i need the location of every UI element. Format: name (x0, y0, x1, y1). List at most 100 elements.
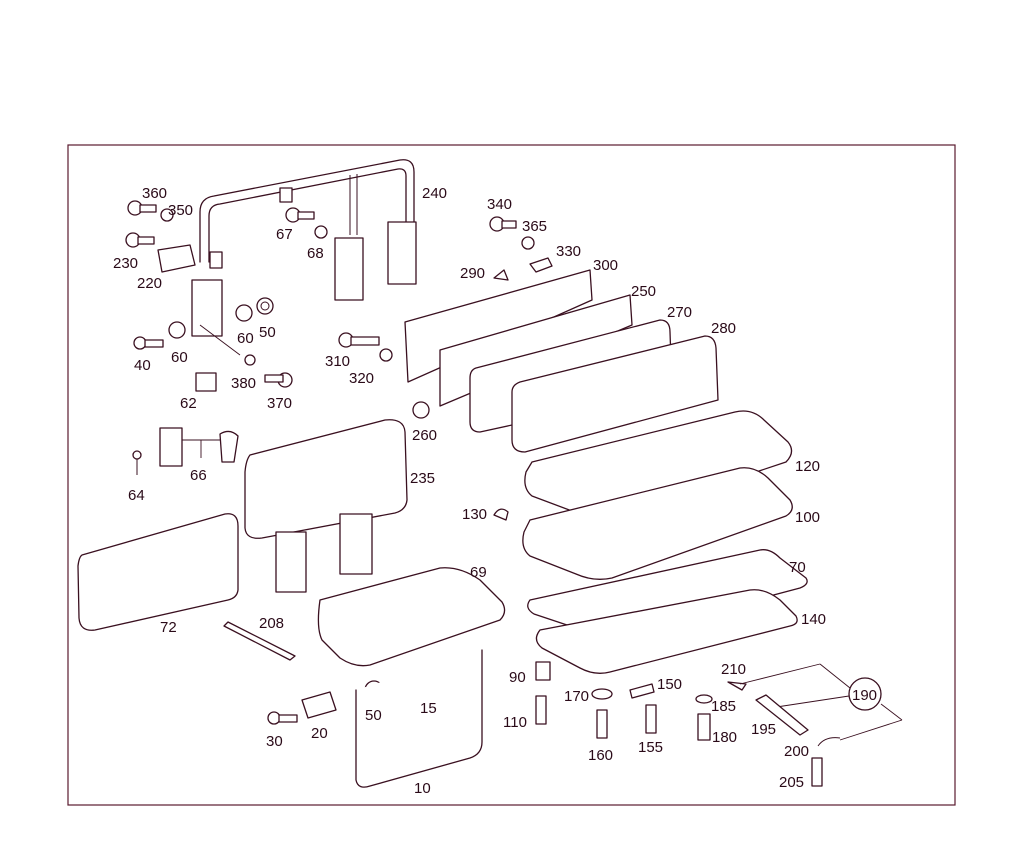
label-235: 235 (410, 470, 435, 487)
part-40-bolt (133, 336, 164, 350)
part-340-bolt (489, 216, 517, 232)
part-66-clip (159, 427, 239, 467)
label-280: 280 (711, 320, 736, 337)
diagram-frame (67, 144, 956, 806)
part-365-washer (521, 236, 535, 250)
label-220: 220 (137, 275, 162, 292)
part-20-bracket (301, 691, 337, 719)
part-205-screw (811, 757, 823, 787)
part-140-plate (535, 589, 798, 674)
part-60-washer (168, 321, 186, 339)
part-50-wheel (256, 297, 274, 315)
part-200-hook (817, 737, 841, 747)
part-70-frame (527, 549, 808, 638)
label-155: 155 (638, 739, 663, 756)
label-370: 370 (267, 395, 292, 412)
label-310: 310 (325, 353, 350, 370)
part-380-clip (244, 354, 256, 366)
label-30: 30 (266, 733, 283, 750)
part-370-bolt (264, 372, 293, 388)
part-190-callout (739, 663, 903, 741)
label-350: 350 (168, 202, 193, 219)
part-110-screw (535, 695, 547, 725)
label-60a: 60 (171, 349, 188, 366)
part-185-washer (695, 694, 713, 704)
label-68: 68 (307, 245, 324, 262)
label-270: 270 (667, 304, 692, 321)
part-72-cushion (77, 513, 239, 631)
part-230-bolt (125, 232, 155, 248)
part-90-cap (535, 661, 551, 681)
label-330: 330 (556, 243, 581, 260)
label-160: 160 (588, 747, 613, 764)
part-69-cushion (317, 567, 506, 667)
label-70: 70 (789, 559, 806, 576)
label-240: 240 (422, 185, 447, 202)
part-280-backrest (511, 335, 719, 453)
label-365: 365 (522, 218, 547, 235)
label-130: 130 (462, 506, 487, 523)
part-208-latch (223, 621, 296, 661)
label-150: 150 (657, 676, 682, 693)
label-200: 200 (784, 743, 809, 760)
label-10: 10 (414, 780, 431, 797)
label-140: 140 (801, 611, 826, 628)
part-67-bolt (285, 207, 315, 223)
label-320: 320 (349, 370, 374, 387)
part-330-clip (529, 257, 553, 273)
part-100-cushion (522, 467, 793, 580)
label-90: 90 (509, 669, 526, 686)
part-350-washer (160, 208, 174, 222)
label-205: 205 (779, 774, 804, 791)
label-380: 380 (231, 375, 256, 392)
label-180: 180 (712, 729, 737, 746)
label-40: 40 (134, 357, 151, 374)
part-30-bolt (267, 711, 298, 725)
label-300: 300 (593, 257, 618, 274)
label-50a: 50 (259, 324, 276, 341)
label-208: 208 (259, 615, 284, 632)
label-100: 100 (795, 509, 820, 526)
label-67: 67 (276, 226, 293, 243)
part-235-cushion (244, 419, 408, 593)
part-155-screw (645, 704, 657, 734)
label-20: 20 (311, 725, 328, 742)
part-260-nut (412, 401, 430, 419)
part-170-washer (591, 688, 613, 700)
part-68-washer (314, 225, 328, 239)
label-290: 290 (460, 265, 485, 282)
label-66: 66 (190, 467, 207, 484)
label-72: 72 (160, 619, 177, 636)
label-120: 120 (795, 458, 820, 475)
label-360: 360 (142, 185, 167, 202)
part-220-bracket (157, 244, 196, 273)
part-130-knob (493, 508, 509, 521)
label-340: 340 (487, 196, 512, 213)
label-170: 170 (564, 688, 589, 705)
label-250: 250 (631, 283, 656, 300)
label-185: 185 (711, 698, 736, 715)
part-320-washer (379, 348, 393, 362)
part-180-screw (697, 713, 711, 741)
part-10-frame (355, 649, 483, 788)
part-150-bracket (629, 683, 655, 699)
label-190: 190 (852, 687, 877, 704)
label-15: 15 (420, 700, 437, 717)
part-62-block (195, 372, 217, 392)
part-64-pin (132, 450, 142, 475)
part-240-frame (191, 159, 417, 337)
label-60b: 60 (237, 330, 254, 347)
label-50b: 50 (365, 707, 382, 724)
label-260: 260 (412, 427, 437, 444)
part-160-screw (596, 709, 608, 739)
part-195-strap (755, 694, 809, 736)
part-310-bolt (338, 332, 380, 348)
label-69: 69 (470, 564, 487, 581)
label-62: 62 (180, 395, 197, 412)
part-60-washer-b (235, 304, 253, 322)
part-290-plug (493, 269, 509, 281)
label-210: 210 (721, 661, 746, 678)
part-360-bolt (127, 200, 157, 216)
label-64: 64 (128, 487, 145, 504)
